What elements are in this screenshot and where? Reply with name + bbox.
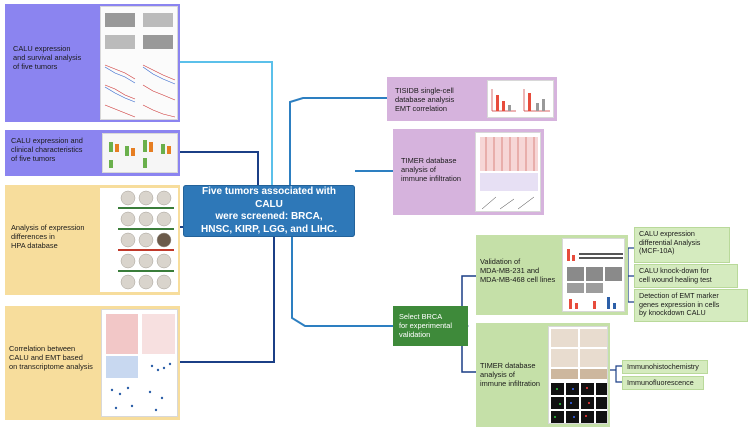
connector-ihc <box>610 365 622 383</box>
center-title-box: Five tumors associated with CALU were sc… <box>183 185 355 237</box>
box-tisidb-label: TISIDB single-cell database analysis EMT… <box>395 86 455 113</box>
tag-wound-healing: CALU knock-down for cell wound healing t… <box>634 264 738 288</box>
validation-figure-thumbnail <box>562 238 625 312</box>
ihc-if-images-icon <box>551 329 607 423</box>
box-emt-correlation: Correlation between CALU and EMT based o… <box>5 306 180 420</box>
box-brca-timer-label: TIMER database analysis of immune infilt… <box>480 361 540 388</box>
timer-immune-figure-thumbnail <box>475 132 541 212</box>
connector-survival <box>180 61 273 185</box>
immune-heatmap-icon <box>480 137 538 210</box>
box-hpa-label: Analysis of expression differences in HP… <box>11 223 85 250</box>
boxplot-icon <box>109 140 171 168</box>
box-calu-clinical-label: CALU expression and clinical characteris… <box>11 136 83 163</box>
tag-calu-differential: CALU expression differential Analysis (M… <box>634 227 730 263</box>
tag-emt-markers: Detection of EMT marker genes expression… <box>634 289 748 322</box>
heatmap-scatter-icon <box>106 314 175 412</box>
connector-brca <box>291 237 393 327</box>
tag-immunohistochemistry: Immunohistochemistry <box>622 360 708 374</box>
clinical-figure-thumbnail <box>102 133 178 173</box>
box-timer-immune: TIMER database analysis of immune infilt… <box>393 129 544 215</box>
connector-clinical <box>180 151 259 185</box>
box-select-brca: Select BRCA for experimental validation <box>393 306 468 346</box>
survival-figure-thumbnail <box>100 6 178 120</box>
hpa-figure-thumbnail <box>100 188 178 292</box>
box-validation-label: Validation of MDA-MB-231 and MDA-MB-468 … <box>480 257 556 284</box>
box-tisidb: TISIDB single-cell database analysis EMT… <box>387 77 557 121</box>
ihc-if-figure-thumbnail <box>548 326 608 424</box>
emt-figure-thumbnail <box>101 309 178 417</box>
survival-plots-icon <box>104 13 176 118</box>
box-validation-cell-lines: Validation of MDA-MB-231 and MDA-MB-468 … <box>476 235 628 315</box>
connector-emt <box>180 237 275 363</box>
box-calu-clinical: CALU expression and clinical characteris… <box>5 130 180 176</box>
tisidb-figure-thumbnail <box>487 80 554 118</box>
box-emt-correlation-label: Correlation between CALU and EMT based o… <box>9 344 93 371</box>
box-calu-survival: CALU expression and survival analysis of… <box>5 4 180 122</box>
western-blot-wound-icon <box>567 249 623 309</box>
box-brca-timer: TIMER database analysis of immune infilt… <box>476 323 610 427</box>
tissue-staining-icon <box>118 190 174 290</box>
box-calu-survival-label: CALU expression and survival analysis of… <box>13 44 82 71</box>
box-select-brca-label: Select BRCA for experimental validation <box>399 312 452 339</box>
tag-immunofluorescence: Immunofluorescence <box>622 376 704 390</box>
single-cell-plot-icon <box>491 89 550 112</box>
box-timer-immune-label: TIMER database analysis of immune infilt… <box>401 156 461 183</box>
connector-tisidb <box>289 97 387 185</box>
box-hpa: Analysis of expression differences in HP… <box>5 185 180 295</box>
